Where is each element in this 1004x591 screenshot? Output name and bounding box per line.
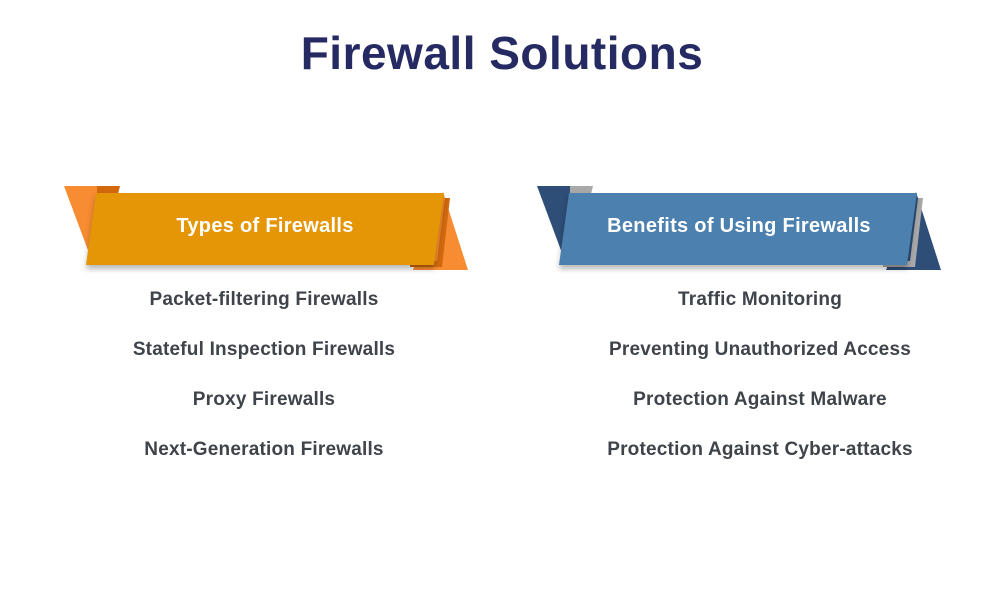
list-item: Traffic Monitoring <box>677 289 843 310</box>
orange-ribbon-top-fold-shape <box>97 186 120 194</box>
list-item: Next-Generation Firewalls <box>144 439 384 460</box>
list-item: Protection Against Cyber-attacks <box>607 439 913 460</box>
benefits-banner-label: Benefits of Using Firewalls <box>607 215 871 237</box>
list-item: Packet-filtering Firewalls <box>149 289 379 310</box>
types-banner-label: Types of Firewalls <box>176 215 354 237</box>
blue-ribbon-top-fold-shape <box>570 186 593 194</box>
page-title: Firewall Solutions <box>300 27 704 79</box>
list-item: Preventing Unauthorized Access <box>609 339 911 360</box>
list-item: Stateful Inspection Firewalls <box>132 339 396 360</box>
list-item: Proxy Firewalls <box>192 389 336 410</box>
types-item-list: Packet-filtering Firewalls Stateful Insp… <box>57 288 471 488</box>
benefits-item-list: Traffic Monitoring Preventing Unauthoriz… <box>550 288 970 488</box>
list-item: Protection Against Malware <box>633 389 887 410</box>
